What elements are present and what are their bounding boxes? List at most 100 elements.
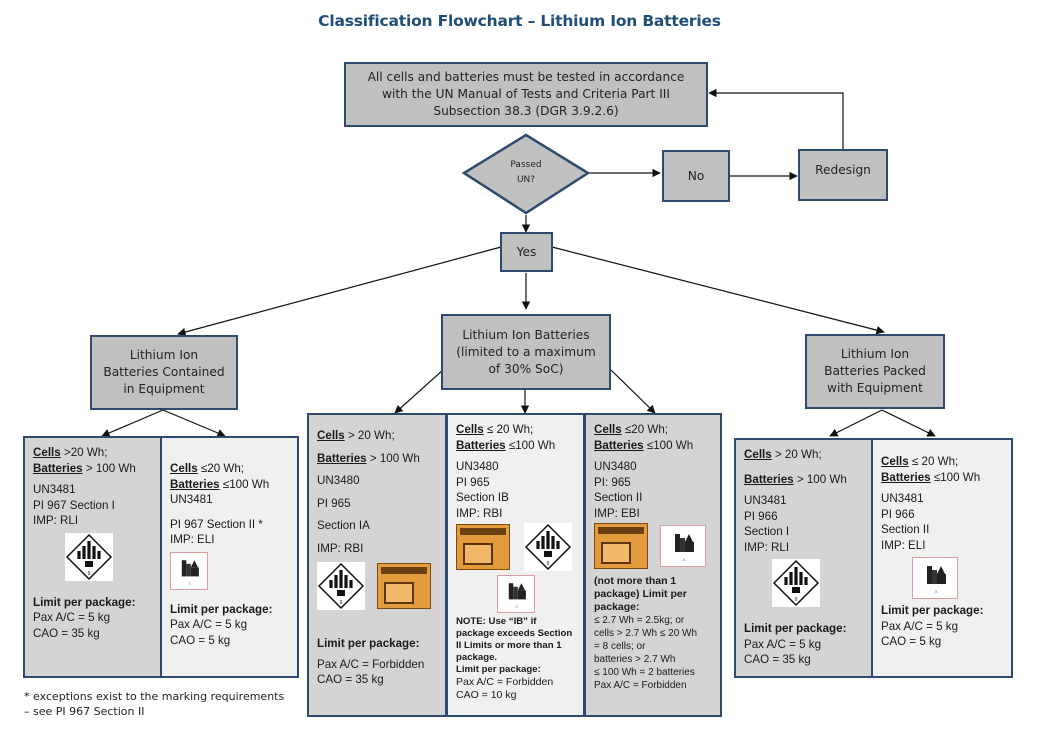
category-line: Lithium Ion — [840, 347, 910, 361]
limit-line: cells > 2.7 Wh ≤ 20 Wh — [594, 628, 698, 639]
arrow-packed-to-small — [881, 409, 936, 437]
packing-instruction: PI: 965 — [594, 475, 631, 489]
cao-limit: CAO = 35 kg — [33, 626, 100, 640]
svg-text:⚠: ⚠ — [682, 557, 686, 562]
packing-instruction: PI 967 Section II * — [170, 517, 263, 531]
batteries-value: > 100 Wh — [366, 451, 420, 465]
section: Section II — [594, 491, 643, 504]
class-9-hazard-label-icon: 9 — [317, 562, 365, 610]
svg-text:9: 9 — [547, 561, 550, 567]
pax-limit: Pax A/C = 5 kg — [881, 619, 959, 633]
batteries-value: > 100 Wh — [82, 461, 136, 475]
un-number: UN3481 — [170, 493, 213, 506]
section: Section II — [881, 523, 930, 536]
cells-value: ≤ 20 Wh; — [483, 423, 534, 436]
pax-limit: Pax A/C = 5 kg — [170, 618, 248, 631]
class-9-hazard-label-icon: 9 — [524, 523, 572, 571]
decision-line: UN? — [516, 175, 536, 185]
cao-limit: CAO = 35 kg — [744, 653, 811, 666]
batteries-value: > 100 Wh — [793, 472, 847, 486]
limit-title: Limit per package: — [456, 664, 541, 675]
category-line: Batteries Contained — [103, 365, 225, 379]
cells-value: >20 Wh; — [60, 446, 108, 459]
cargo-aircraft-only-label-icon — [456, 524, 510, 570]
imp-code: IMP: ELI — [881, 538, 926, 552]
category-line: Lithium Ion Batteries — [462, 327, 590, 342]
cells-value: ≤20 Wh; — [621, 423, 669, 436]
arrow-standalone-to-ii — [610, 369, 656, 414]
limit-title: Limit per package: — [881, 604, 984, 617]
imp-code: IMP: RBI — [317, 541, 364, 555]
limit-title: Limit per package: — [317, 637, 420, 650]
batteries-label: Batteries — [881, 470, 931, 484]
decision-line: Passed — [510, 160, 542, 170]
cao-limit: CAO = 35 kg — [317, 673, 384, 686]
cells-value: ≤20 Wh; — [197, 462, 245, 475]
page-title: Classification Flowchart – Lithium Ion B… — [318, 12, 721, 30]
limit-title-line: (not more than 1 — [594, 575, 677, 587]
limit-line: ≤ 2.7 Wh = 2.5kg; or — [594, 615, 685, 626]
batteries-value: ≤100 Wh — [505, 438, 556, 452]
footnote: * exceptions exist to the marking requir… — [24, 689, 284, 719]
note-line: package. — [456, 652, 498, 663]
contained-in-equipment-box: Lithium Ion Batteries Contained in Equip… — [90, 335, 238, 410]
limit-title-line: package) Limit per — [594, 588, 687, 600]
svg-text:⚠: ⚠ — [934, 589, 938, 594]
un-number: UN3480 — [317, 474, 360, 487]
cargo-aircraft-only-label-icon — [377, 563, 431, 609]
yes-box: Yes — [500, 232, 553, 272]
panel-standalone-section-ii: Cells ≤20 Wh; Batteries ≤100 Wh UN3480 P… — [584, 413, 722, 717]
packing-instruction: PI 965 — [317, 496, 351, 510]
no-label: No — [687, 168, 705, 183]
lithium-battery-mark-icon: ⚠ — [660, 525, 706, 567]
arrow-contained-to-small — [162, 409, 226, 437]
limit-line: ≤ 100 Wh = 2 batteries — [594, 667, 695, 678]
footnote-line: – see PI 967 Section II — [24, 705, 145, 718]
packing-instruction: PI 966 — [744, 509, 778, 523]
batteries-label: Batteries — [317, 451, 367, 465]
limit-title: Limit per package: — [33, 595, 136, 609]
footnote-line: * exceptions exist to the marking requir… — [24, 690, 285, 703]
category-line: with Equipment — [827, 381, 923, 395]
limit-title: Limit per package: — [170, 602, 273, 616]
svg-text:9: 9 — [340, 600, 343, 606]
redesign-label: Redesign — [815, 163, 871, 177]
un-number: UN3481 — [33, 483, 76, 496]
imp-code: IMP: EBI — [594, 506, 640, 520]
cells-label: Cells — [881, 455, 909, 468]
limit-title-line: package: — [594, 601, 640, 613]
pax-limit: Pax A/C = Forbidden — [456, 676, 554, 688]
note-line: NOTE: Use “IB” if — [456, 616, 537, 627]
lithium-battery-mark-icon: ⚠ — [170, 551, 208, 590]
test-requirement-box: All cells and batteries must be tested i… — [344, 62, 708, 127]
note-line: package exceeds Section — [456, 628, 573, 639]
lithium-battery-mark-icon: ⚠ — [496, 575, 535, 613]
pax-limit: Pax A/C = Forbidden — [317, 657, 425, 671]
batteries-label: Batteries — [744, 472, 794, 486]
imp-code: IMP: RBI — [456, 506, 503, 520]
panel-contained-section-ii: Cells ≤20 Wh; Batteries ≤100 Wh UN3481 P… — [160, 436, 299, 678]
test-requirement-line: Subsection 38.3 (DGR 3.9.2.6) — [433, 104, 619, 118]
cells-label: Cells — [170, 462, 198, 475]
cells-value: > 20 Wh; — [344, 429, 395, 442]
arrow-contained-to-large — [101, 409, 164, 437]
svg-text:9: 9 — [795, 597, 798, 603]
cells-label: Cells — [33, 446, 61, 459]
arrow-standalone-to-ia — [394, 369, 444, 414]
section: Section IB — [456, 491, 509, 504]
batteries-value: ≤100 Wh — [219, 477, 270, 491]
cells-value: ≤ 20 Wh; — [908, 455, 959, 468]
cao-limit: CAO = 5 kg — [881, 635, 942, 648]
panel-packed-section-i: Cells > 20 Wh; Batteries > 100 Wh UN3481… — [734, 438, 874, 678]
test-requirement-line: with the UN Manual of Tests and Criteria… — [382, 87, 670, 101]
section: Section IA — [317, 519, 370, 532]
batteries-label: Batteries — [33, 461, 83, 475]
cells-label: Cells — [456, 423, 484, 436]
imp-code: IMP: RLI — [744, 540, 790, 554]
panel-standalone-section-ia: Cells > 20 Wh; Batteries > 100 Wh UN3480… — [307, 413, 447, 717]
panel-contained-section-i: Cells >20 Wh; Batteries > 100 Wh UN3481 … — [23, 436, 163, 678]
cargo-aircraft-only-label-icon — [594, 523, 648, 569]
class-9-hazard-label-icon: 9 — [65, 532, 113, 581]
svg-text:⚠: ⚠ — [515, 605, 519, 609]
packing-instruction: PI 967 Section I — [33, 498, 115, 512]
